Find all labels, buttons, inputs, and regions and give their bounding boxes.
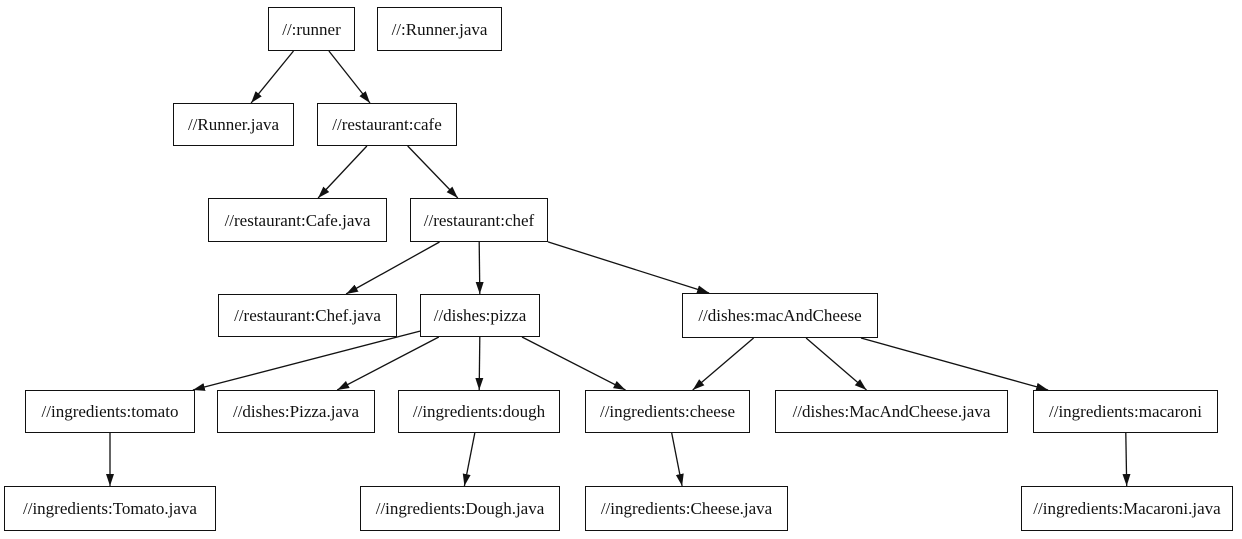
graph-edge-cheese-to-cheese_java (671, 432, 684, 487)
graph-edge-pizza-to-dough (475, 336, 484, 391)
graph-node-mac_java: //dishes:MacAndCheese.java (775, 390, 1008, 433)
node-label: //Runner.java (187, 115, 280, 134)
node-label: //dishes:macAndCheese (698, 306, 862, 325)
graph-node-cafe: //restaurant:cafe (317, 103, 457, 146)
node-label: //ingredients:Cheese.java (600, 499, 773, 518)
graph-edge-mac-to-mac_java (805, 337, 867, 391)
graph-edge-dough-to-dough_java (462, 432, 476, 487)
graph-node-cafe_java: //restaurant:Cafe.java (208, 198, 387, 242)
graph-edge-mac-to-cheese (692, 337, 755, 391)
node-label: //:runner (282, 19, 341, 39)
node-label: //restaurant:Cafe.java (224, 210, 371, 230)
graph-node-pizza: //dishes:pizza (420, 294, 540, 337)
graph-edge-mac-to-macaroni (860, 337, 1049, 391)
graph-edge-macaroni-to-macaroni_java (1122, 432, 1131, 487)
node-label: //restaurant:chef (423, 210, 535, 230)
node-label: //dishes:MacAndCheese.java (792, 402, 991, 421)
graph-node-tomato: //ingredients:tomato (25, 390, 195, 433)
node-label: //ingredients:Tomato.java (23, 499, 197, 518)
node-label: //restaurant:Chef.java (234, 306, 381, 325)
graph-node-runner: //:runner (268, 7, 355, 51)
node-label: //dishes:Pizza.java (232, 402, 360, 421)
node-label: //restaurant:cafe (332, 115, 442, 134)
graph-node-macaroni: //ingredients:macaroni (1033, 390, 1218, 433)
graph-edge-chef-to-mac (547, 241, 710, 294)
graph-node-runner_java: //Runner.java (173, 103, 294, 146)
node-label: //:Runner.java (391, 19, 488, 39)
graph-node-cheese_java: //ingredients:Cheese.java (585, 486, 788, 531)
graph-node-tomato_java: //ingredients:Tomato.java (4, 486, 216, 531)
graph-edge-pizza-to-tomato (192, 330, 421, 391)
graph-node-cheese: //ingredients:cheese (585, 390, 750, 433)
graph-edge-pizza-to-pizza_java (336, 336, 440, 391)
node-label: //ingredients:Dough.java (375, 499, 545, 518)
graph-node-runner_java_top: //:Runner.java (377, 7, 502, 51)
graph-edge-cafe-to-chef (407, 145, 459, 199)
graph-node-mac: //dishes:macAndCheese (682, 293, 878, 338)
graph-node-chef: //restaurant:chef (410, 198, 548, 242)
graph-edge-runner-to-runner_java (250, 50, 295, 104)
graph-edge-runner-to-cafe (328, 50, 371, 104)
node-label: //ingredients:cheese (599, 402, 735, 421)
node-label: //ingredients:dough (412, 402, 546, 421)
graph-node-pizza_java: //dishes:Pizza.java (217, 390, 375, 433)
node-label: //ingredients:Macaroni.java (1033, 499, 1221, 518)
node-label: //ingredients:macaroni (1049, 402, 1202, 421)
graph-edge-chef-to-chef_java (345, 241, 440, 295)
graph-node-chef_java: //restaurant:Chef.java (218, 294, 397, 337)
graph-edge-pizza-to-cheese (521, 336, 626, 391)
graph-edge-chef-to-pizza (475, 241, 484, 295)
graph-node-dough: //ingredients:dough (398, 390, 560, 433)
graph-edge-cafe-to-cafe_java (317, 145, 368, 199)
graph-node-dough_java: //ingredients:Dough.java (360, 486, 560, 531)
node-label: //ingredients:tomato (41, 402, 179, 421)
node-label: //dishes:pizza (433, 306, 527, 325)
graph-node-macaroni_java: //ingredients:Macaroni.java (1021, 486, 1233, 531)
